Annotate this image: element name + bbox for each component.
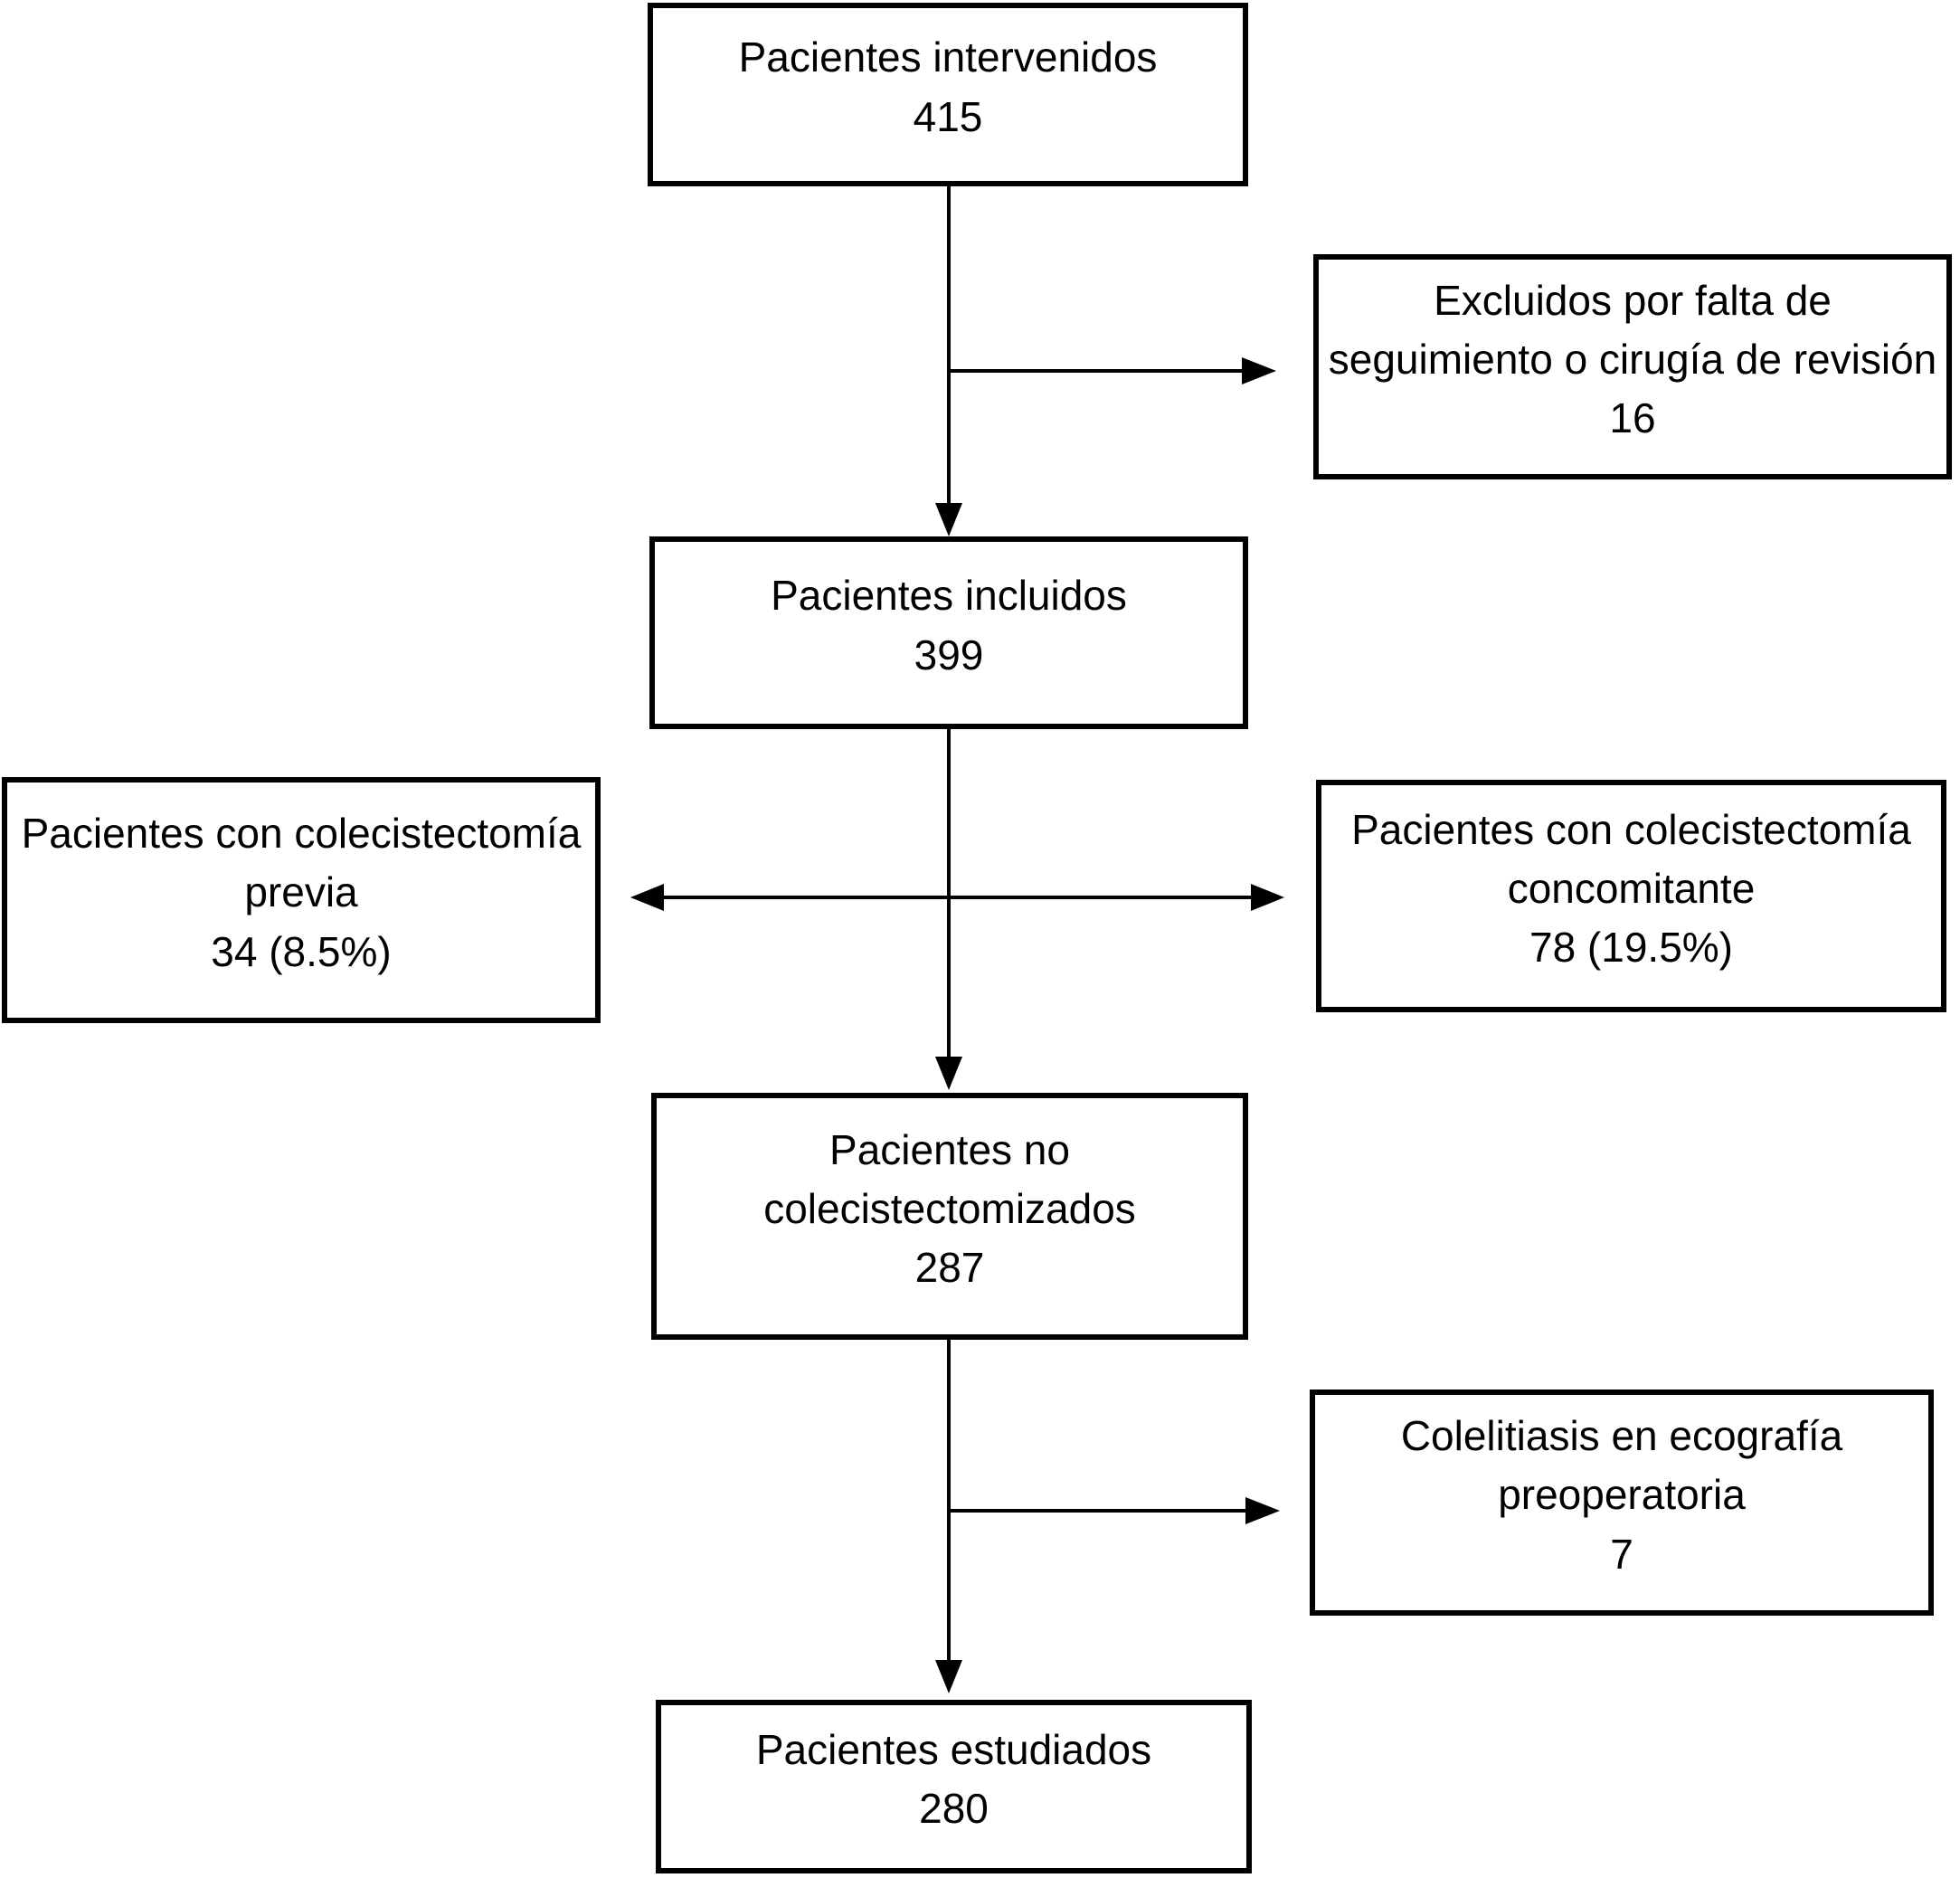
node-label: Colelitiasis en ecografía preoperatoria … xyxy=(1400,1412,1843,1578)
node-pacientes-estudiados: Pacientes estudiados 280 xyxy=(656,1700,1252,1873)
node-colecistectomia-concomitante: Pacientes con colecistectomía concomitan… xyxy=(1316,780,1946,1012)
arrow-branch-previa-concomitante xyxy=(630,884,1284,911)
node-label: Pacientes no colecistectomizados 287 xyxy=(763,1125,1136,1292)
arrow-incluidos-to-nocolecistectomizados xyxy=(935,729,962,1090)
node-pacientes-intervenidos: Pacientes intervenidos 415 xyxy=(648,3,1248,186)
node-label: Pacientes estudiados 280 xyxy=(755,1725,1152,1832)
node-pacientes-incluidos: Pacientes incluidos 399 xyxy=(649,536,1248,729)
node-label: Pacientes intervenidos 415 xyxy=(738,33,1158,140)
node-colelitiasis-ecografia: Colelitiasis en ecografía preoperatoria … xyxy=(1310,1390,1934,1616)
arrow-nocolecistectomizados-to-estudiados xyxy=(935,1340,962,1693)
node-label: Pacientes con colecistectomía concomitan… xyxy=(1351,805,1911,972)
node-label: Pacientes con colecistectomía previa 34 … xyxy=(21,810,582,975)
node-label: Excluidos por falta de seguimiento o cir… xyxy=(1328,276,1937,442)
node-colecistectomia-previa: Pacientes con colecistectomía previa 34 … xyxy=(2,777,601,1023)
arrow-intervenidos-to-incluidos xyxy=(935,186,962,536)
node-label: Pacientes incluidos 399 xyxy=(771,572,1127,678)
node-excluidos-falta-seguimiento: Excluidos por falta de seguimiento o cir… xyxy=(1313,254,1952,479)
node-pacientes-no-colecistectomizados: Pacientes no colecistectomizados 287 xyxy=(651,1093,1248,1340)
arrow-branch-to-colelitiasis xyxy=(949,1497,1280,1524)
arrow-branch-to-excluidos xyxy=(949,357,1276,384)
